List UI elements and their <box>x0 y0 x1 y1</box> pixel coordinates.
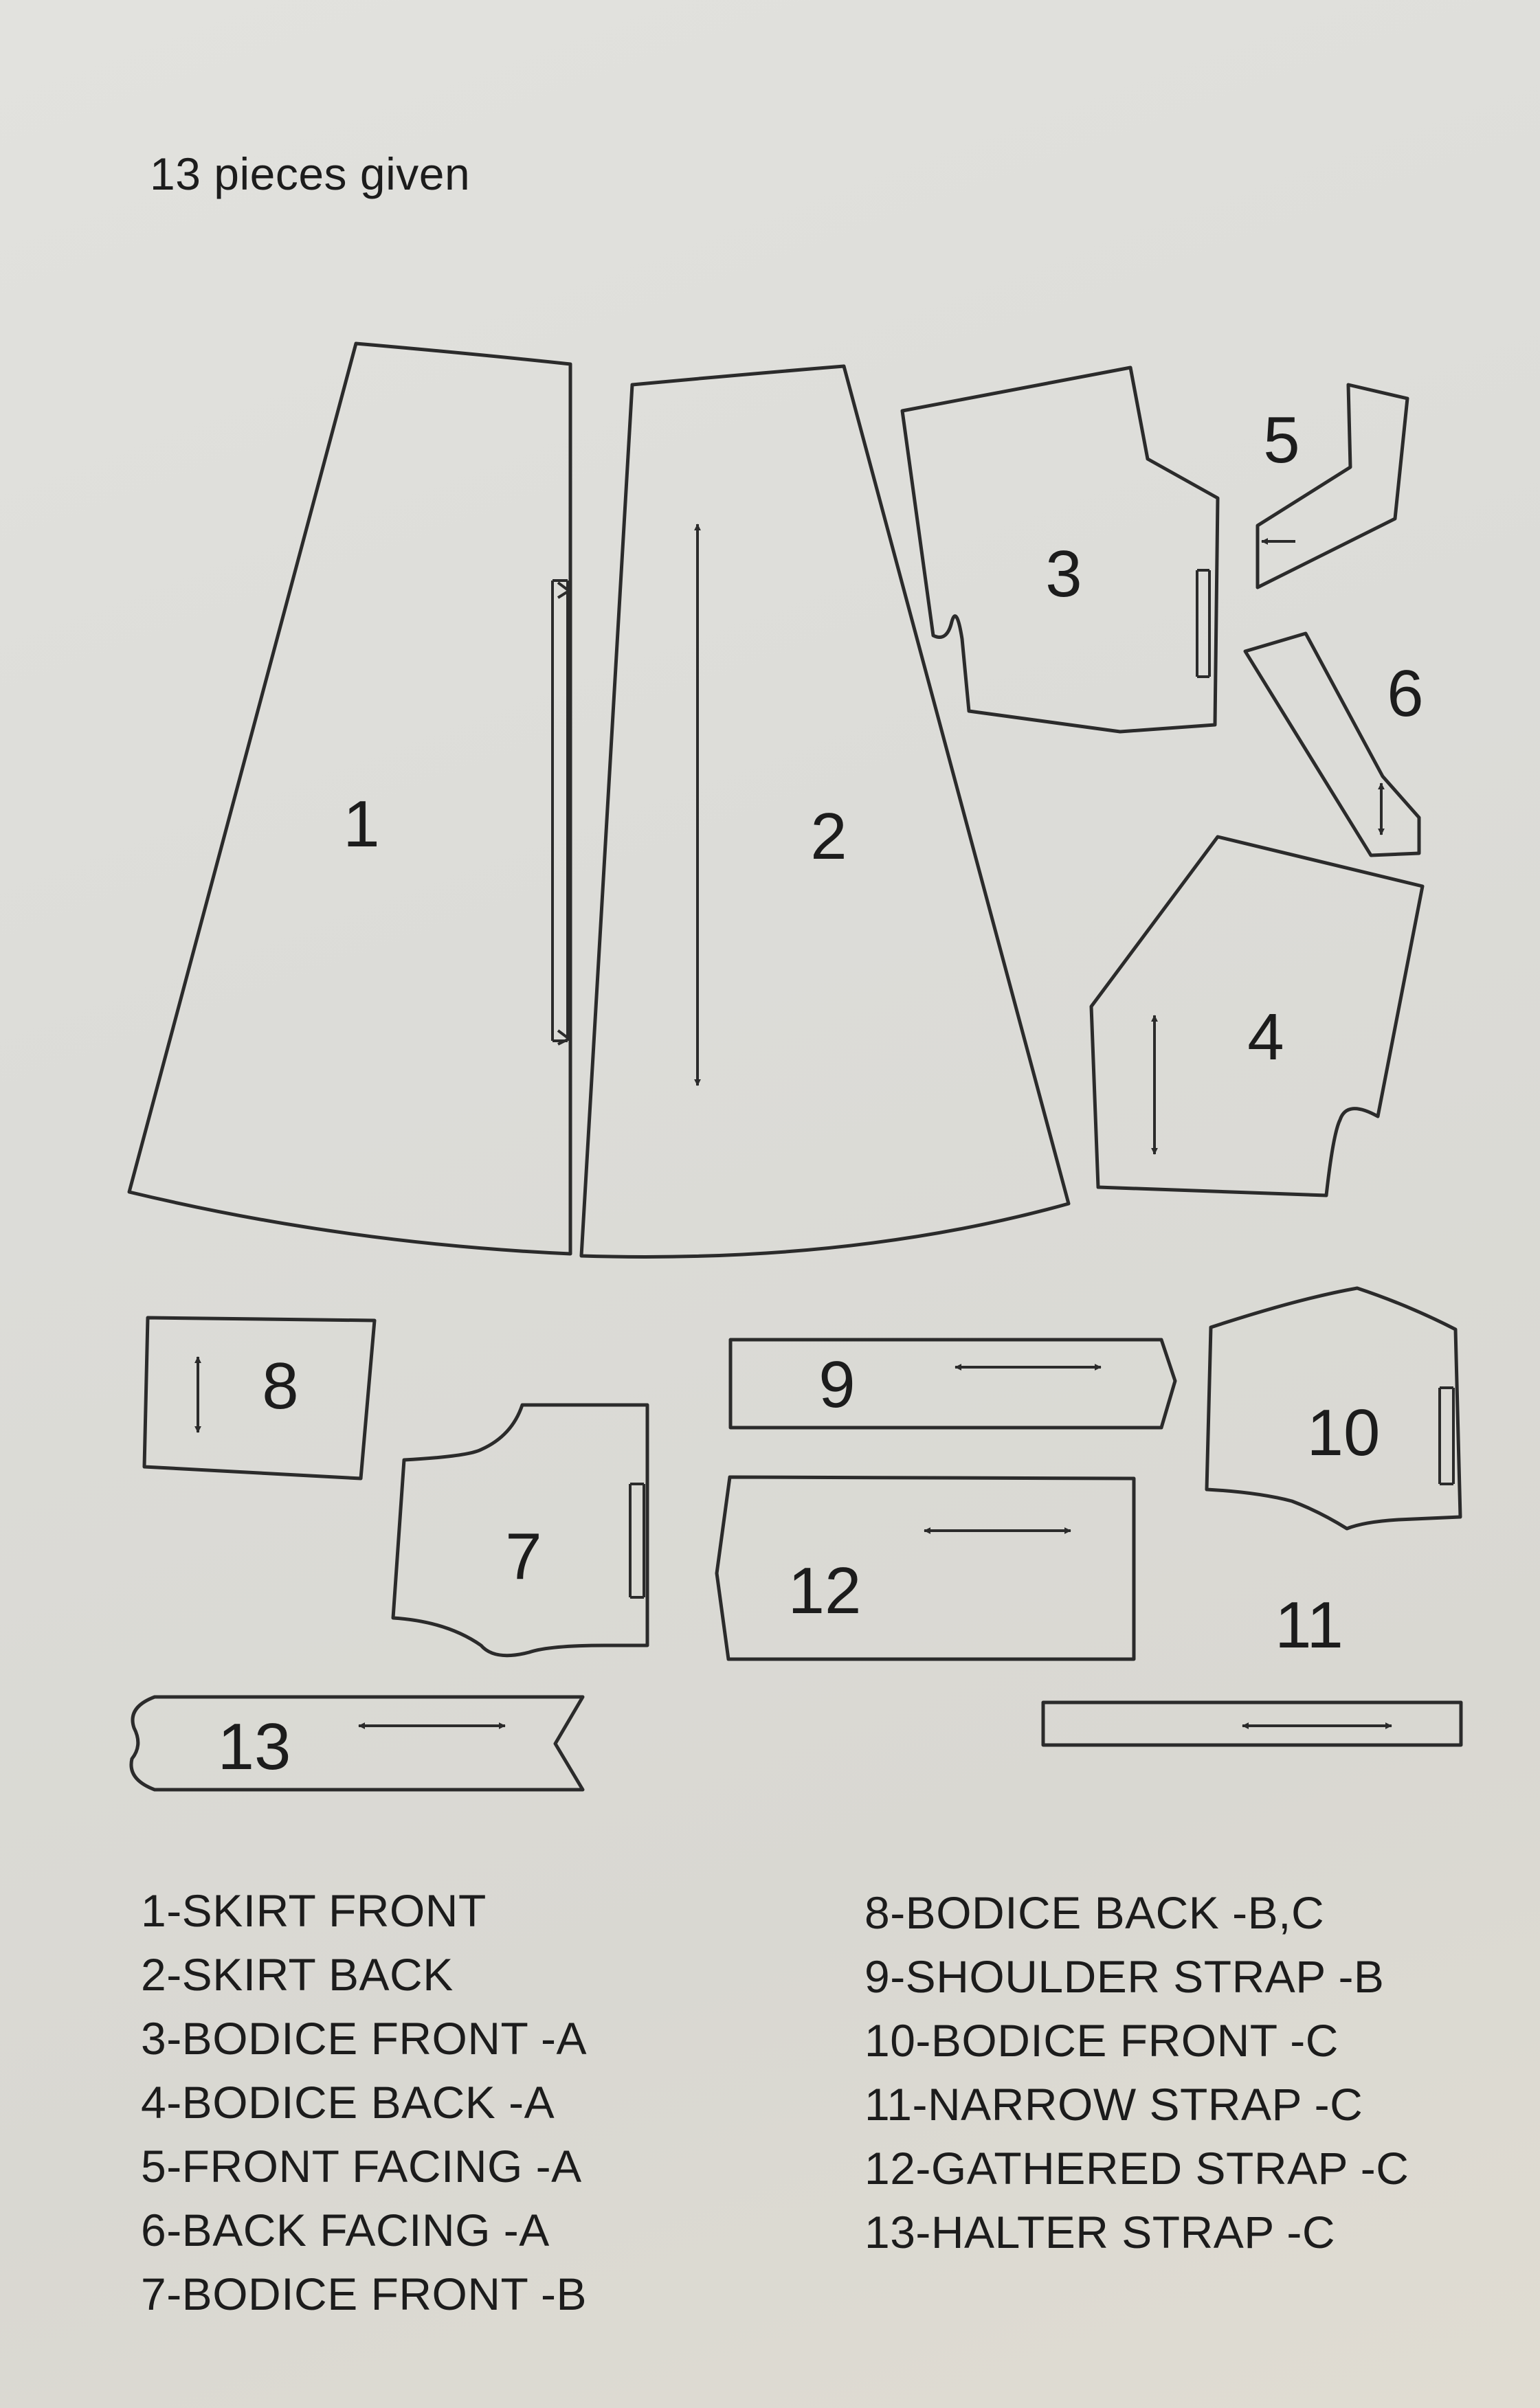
legend-item: 5-FRONT FACING -A <box>141 2141 582 2192</box>
piece-number: 5 <box>1263 403 1299 477</box>
piece-number: 6 <box>1387 657 1423 730</box>
legend-item: 7-BODICE FRONT -B <box>141 2269 588 2319</box>
pieces-count-heading: 13 pieces given <box>150 148 471 199</box>
legend-right-column: 8-BODICE BACK -B,C 9-SHOULDER STRAP -B 1… <box>864 1881 1409 2264</box>
legend-item: 13-HALTER STRAP -C <box>864 2207 1336 2258</box>
piece-4-bodice-back-a: 4 <box>1089 835 1425 1197</box>
legend-item: 8-BODICE BACK -B,C <box>864 1887 1325 1938</box>
piece-3-bodice-front-a: 3 <box>900 365 1220 734</box>
piece-number: 10 <box>1307 1396 1381 1470</box>
piece-7-bodice-front-b: 7 <box>391 1403 649 1658</box>
piece-8-bodice-back-bc: 8 <box>142 1316 377 1481</box>
piece-number: 12 <box>788 1554 862 1628</box>
legend-item: 10-BODICE FRONT -C <box>864 2015 1339 2066</box>
piece-number: 3 <box>1045 537 1082 611</box>
legend-item: 4-BODICE BACK -A <box>141 2077 555 2128</box>
legend-item: 1-SKIRT FRONT <box>141 1885 487 1936</box>
legend-left-column: 1-SKIRT FRONT 2-SKIRT BACK 3-BODICE FRON… <box>141 1879 587 2326</box>
piece-2-skirt-back: 2 <box>579 364 1071 1259</box>
piece-13-halter-strap-c: 13 <box>129 1695 585 1792</box>
piece-number: 8 <box>262 1349 298 1423</box>
piece-1-skirt-front: 1 <box>127 341 572 1256</box>
piece-10-bodice-front-c: 10 <box>1205 1286 1462 1531</box>
piece-5-front-facing-a: 5 <box>1256 383 1409 589</box>
legend-item: 12-GATHERED STRAP -C <box>864 2143 1409 2194</box>
piece-9-shoulder-strap-b: 9 <box>728 1338 1177 1430</box>
piece-number: 9 <box>818 1348 855 1421</box>
piece-number: 7 <box>505 1520 542 1593</box>
piece-number: 13 <box>218 1710 291 1784</box>
legend-item: 3-BODICE FRONT -A <box>141 2013 588 2064</box>
piece-number: 11 <box>1275 1588 1343 1662</box>
legend-item: 9-SHOULDER STRAP -B <box>864 1951 1385 2002</box>
piece-number: 1 <box>343 787 379 861</box>
piece-number: 2 <box>810 800 847 873</box>
legend-item: 2-SKIRT BACK <box>141 1949 454 2000</box>
piece-6-back-facing-a: 6 <box>1243 631 1424 857</box>
piece-number: 4 <box>1247 1000 1284 1074</box>
legend-item: 11-NARROW STRAP -C <box>864 2079 1363 2130</box>
piece-11-narrow-strap-c: 11 <box>1041 1588 1463 1747</box>
legend-item: 6-BACK FACING -A <box>141 2205 550 2255</box>
piece-12-gathered-strap-c: 12 <box>715 1475 1136 1661</box>
